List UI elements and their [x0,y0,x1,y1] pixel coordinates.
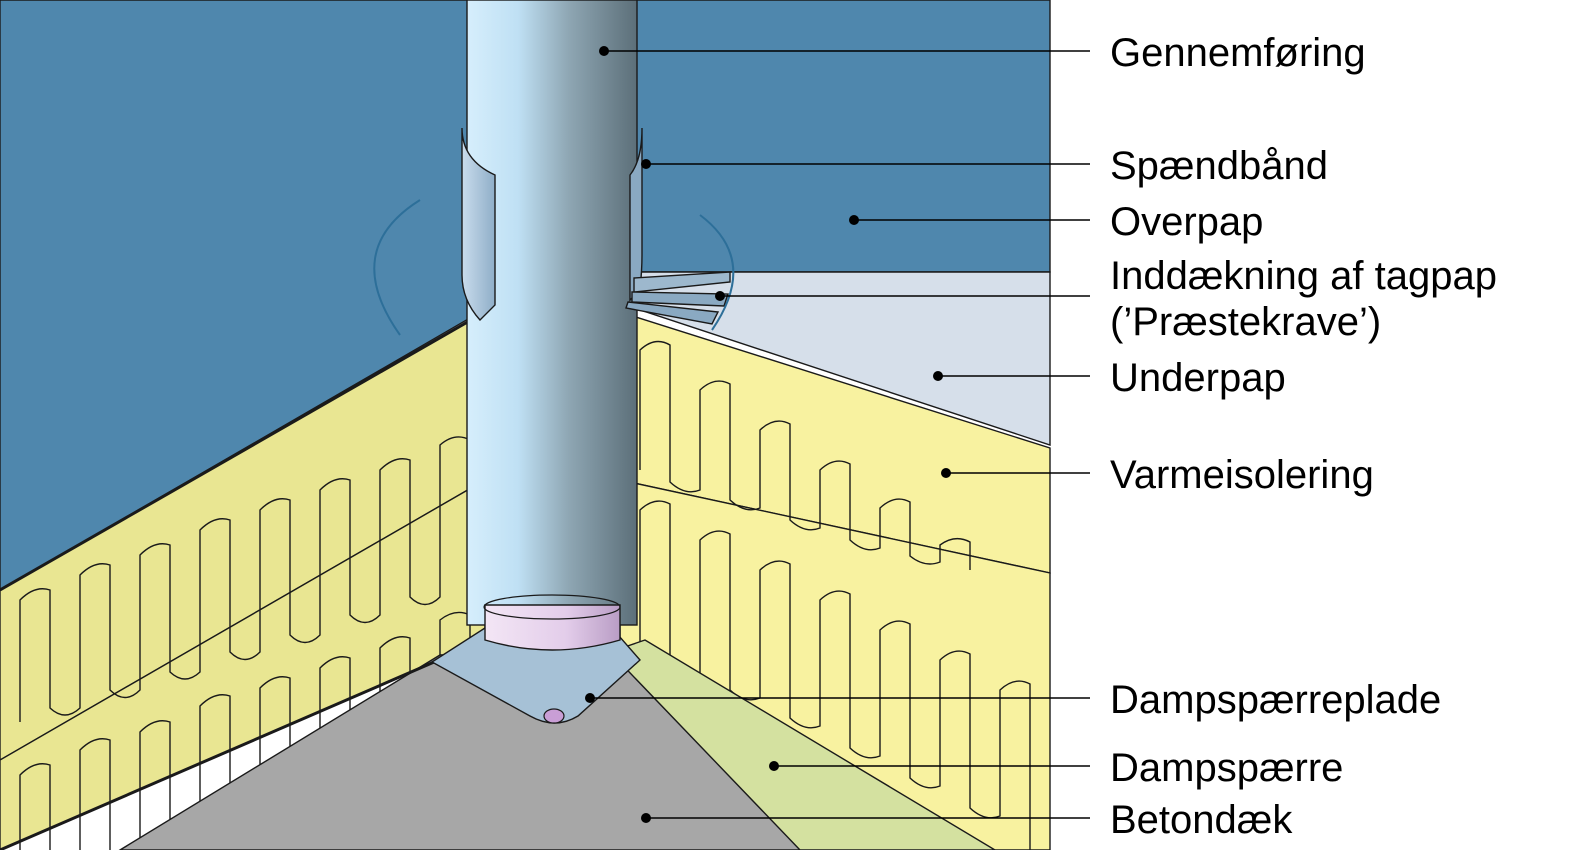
callout-inddaekning: Inddækning af tagpap (’Præstekrave’) [715,254,1497,344]
label-overpap: Overpap [1110,200,1263,244]
insulation-pattern-left-top [19,436,471,722]
pipe-penetration [466,0,638,626]
label-spaendbaand: Spændbånd [1110,144,1328,188]
flashing-flap-1 [633,271,731,293]
label-inddaekning-line2: (’Præstekrave’) [1110,300,1381,344]
insulation-pattern-right-bottom [639,500,1031,850]
flashing-flap-2 [631,291,729,307]
callout-spaendbaand: Spændbånd [641,144,1328,188]
callout-betondaek: Betondæk [641,798,1293,842]
callout-gennemforing: Gennemføring [599,31,1366,75]
label-dampspaerre: Dampspærre [1110,746,1343,790]
plate-screw-icon [543,708,565,724]
label-dampspaerreplade: Dampspærreplade [1110,678,1441,722]
label-betondaek: Betondæk [1110,798,1293,842]
label-gennemforing: Gennemføring [1110,31,1366,75]
label-varmeisolering: Varmeisolering [1110,453,1374,497]
insulation-pattern-left-bottom [19,611,471,850]
callout-overpap: Overpap [849,200,1263,244]
callout-dampspaerre: Dampspærre [769,746,1343,790]
callout-dampspaerreplade: Dampspærreplade [585,678,1441,722]
collar-left [461,127,496,322]
pipe-ring [484,604,621,651]
callout-varmeisolering: Varmeisolering [941,453,1374,497]
label-inddaekning-line1: Inddækning af tagpap [1110,254,1497,298]
overpap-right [629,0,1051,273]
callout-underpap: Underpap [933,356,1286,400]
flashing-flap-3 [625,301,720,325]
vapor-barrier-strip [608,639,997,850]
label-underpap: Underpap [1110,356,1286,400]
insulation-pattern-right-top [639,340,971,570]
